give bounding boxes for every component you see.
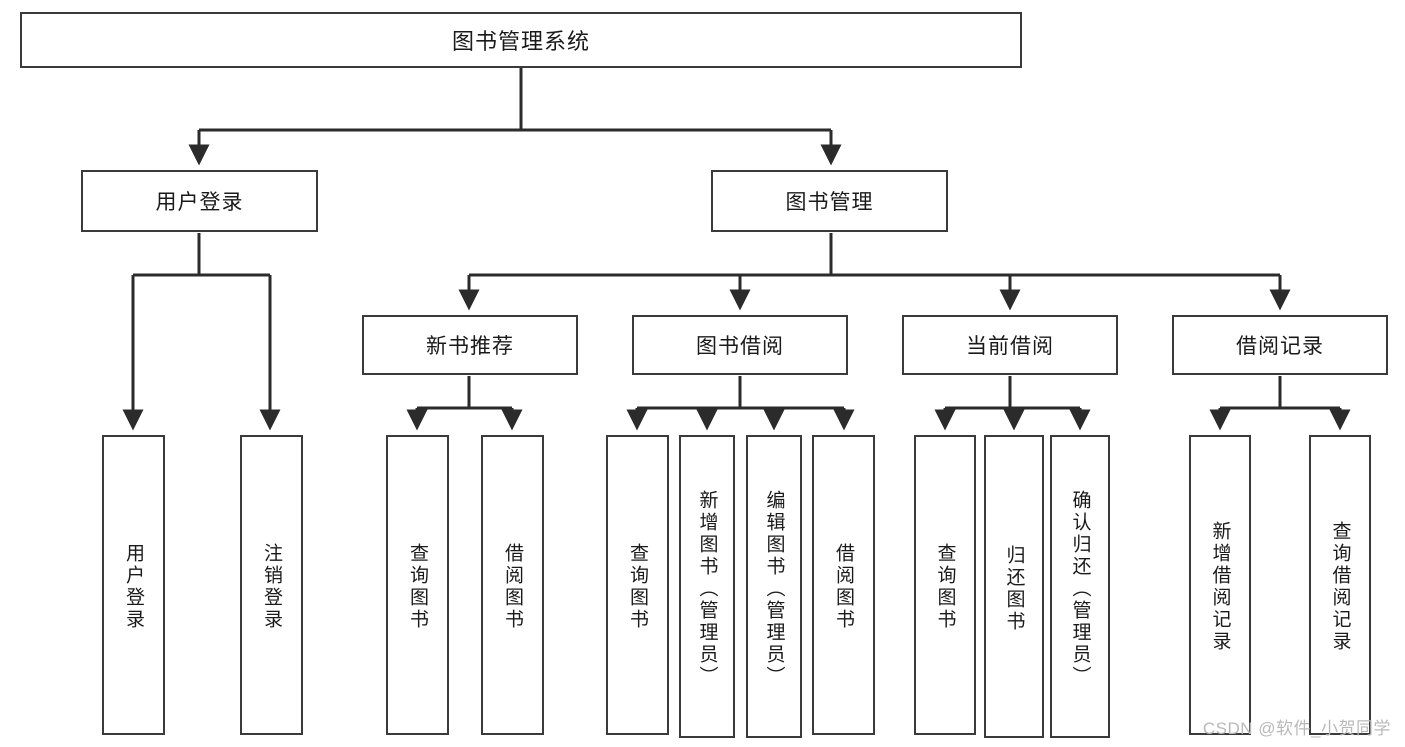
node-label: 查询借阅记录 [1329, 521, 1351, 653]
leaf-return-book[interactable]: 归还图书 [984, 435, 1044, 738]
leaf-query-book-current[interactable]: 查询图书 [914, 435, 976, 735]
node-label: 新增借阅记录 [1209, 521, 1231, 653]
leaf-query-book-recommend[interactable]: 查询图书 [386, 435, 449, 735]
leaf-confirm-return-admin[interactable]: 确认归还（管理员） [1050, 435, 1110, 738]
node-label: 查询图书 [627, 543, 648, 631]
node-book-borrow[interactable]: 图书借阅 [632, 315, 848, 375]
node-label: 借阅记录 [1236, 335, 1324, 358]
node-new-book-recommend[interactable]: 新书推荐 [362, 315, 578, 375]
node-label: 编辑图书（管理员） [763, 489, 785, 688]
node-label: 新增图书（管理员） [696, 489, 718, 688]
leaf-user-logout[interactable]: 注销登录 [240, 435, 303, 735]
node-current-borrow[interactable]: 当前借阅 [902, 315, 1118, 375]
node-label: 图书管理系统 [451, 29, 590, 54]
leaf-borrow-book-borrow[interactable]: 借阅图书 [812, 435, 875, 735]
node-label: 用户登录 [123, 543, 144, 631]
leaf-query-book-borrow[interactable]: 查询图书 [606, 435, 669, 735]
node-label: 归还图书 [1003, 544, 1025, 633]
node-label: 查询图书 [934, 543, 956, 631]
node-user-login[interactable]: 用户登录 [81, 170, 318, 232]
leaf-query-borrow-record[interactable]: 查询借阅记录 [1309, 435, 1371, 735]
node-label: 借阅图书 [502, 543, 523, 631]
leaf-add-borrow-record[interactable]: 新增借阅记录 [1189, 435, 1251, 735]
node-label: 借阅图书 [833, 543, 854, 631]
node-borrow-record[interactable]: 借阅记录 [1172, 315, 1388, 375]
node-label: 用户登录 [155, 191, 244, 214]
node-label: 当前借阅 [966, 335, 1054, 358]
node-root-book-management-system[interactable]: 图书管理系统 [20, 12, 1022, 68]
node-label: 图书管理 [785, 191, 874, 214]
watermark-text: CSDN @软件_小贺同学 [1202, 719, 1391, 738]
node-label: 图书借阅 [696, 335, 784, 358]
node-book-management[interactable]: 图书管理 [711, 170, 948, 232]
leaf-borrow-book-recommend[interactable]: 借阅图书 [481, 435, 544, 735]
node-label: 查询图书 [407, 543, 428, 631]
leaf-add-book-admin[interactable]: 新增图书（管理员） [679, 435, 735, 738]
node-label: 新书推荐 [426, 335, 514, 358]
leaf-user-login[interactable]: 用户登录 [102, 435, 165, 735]
leaf-edit-book-admin[interactable]: 编辑图书（管理员） [746, 435, 802, 738]
node-label: 注销登录 [261, 543, 282, 631]
node-label: 确认归还（管理员） [1069, 489, 1091, 688]
